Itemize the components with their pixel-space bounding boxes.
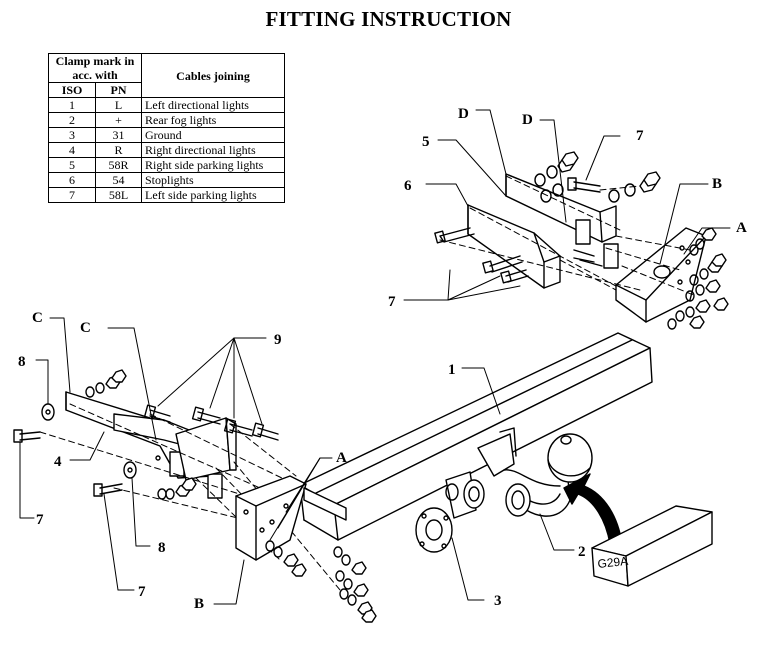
- box-label: G29A: [597, 554, 629, 571]
- label-9: 9: [274, 332, 282, 348]
- left-nuts: [85, 369, 197, 500]
- left-bolts-7: [13, 403, 137, 497]
- label-7: 7: [138, 584, 146, 600]
- tow-ball: [547, 433, 593, 483]
- clamp-mark-table: Clamp mark in acc. with Cables joining I…: [47, 53, 285, 203]
- label-d: D: [458, 106, 469, 122]
- leader-lines: [19, 109, 731, 605]
- left-flange-plate: [175, 417, 237, 481]
- label-d: D: [522, 112, 533, 128]
- lower-left-nuts: [265, 540, 377, 623]
- right-nuts-a: [667, 227, 729, 330]
- label-3: 3: [494, 593, 502, 609]
- right-side-bracket: [615, 227, 707, 323]
- label-1: 1: [448, 362, 456, 378]
- label-6: 6: [404, 178, 412, 194]
- electrical-socket-3: [415, 471, 485, 553]
- label-7: 7: [388, 294, 396, 310]
- label-a: A: [736, 220, 747, 236]
- label-7: 7: [636, 128, 644, 144]
- pointer-arrow: [563, 473, 623, 545]
- upper-bolts: [434, 177, 603, 284]
- lower-left-bracket: [235, 475, 347, 561]
- label-7: 7: [36, 512, 44, 528]
- label-a: A: [336, 450, 347, 466]
- tow-ball-neck: [477, 427, 571, 517]
- upper-plate-6: [467, 204, 561, 289]
- label-c: C: [32, 310, 43, 326]
- label-4: 4: [54, 454, 62, 470]
- header-clamp-mark: Clamp mark in acc. with: [48, 53, 142, 83]
- label-5: 5: [422, 134, 430, 150]
- product-box: G29A: [591, 505, 713, 587]
- label-8: 8: [18, 354, 26, 370]
- label-8: 8: [158, 540, 166, 556]
- header-pn: PN: [95, 82, 142, 98]
- label-b: B: [712, 176, 722, 192]
- header-cables-joining: Cables joining: [141, 53, 285, 98]
- page-title: FITTING INSTRUCTION: [265, 7, 512, 31]
- label-2: 2: [578, 544, 586, 560]
- label-c: C: [80, 320, 91, 336]
- upper-assembly-lines: [439, 175, 697, 297]
- callout-labels: D D 5 6 7 B A 7 C C 9 8 1 4 A 7 8 7 B 2 …: [18, 106, 747, 612]
- label-b: B: [194, 596, 204, 612]
